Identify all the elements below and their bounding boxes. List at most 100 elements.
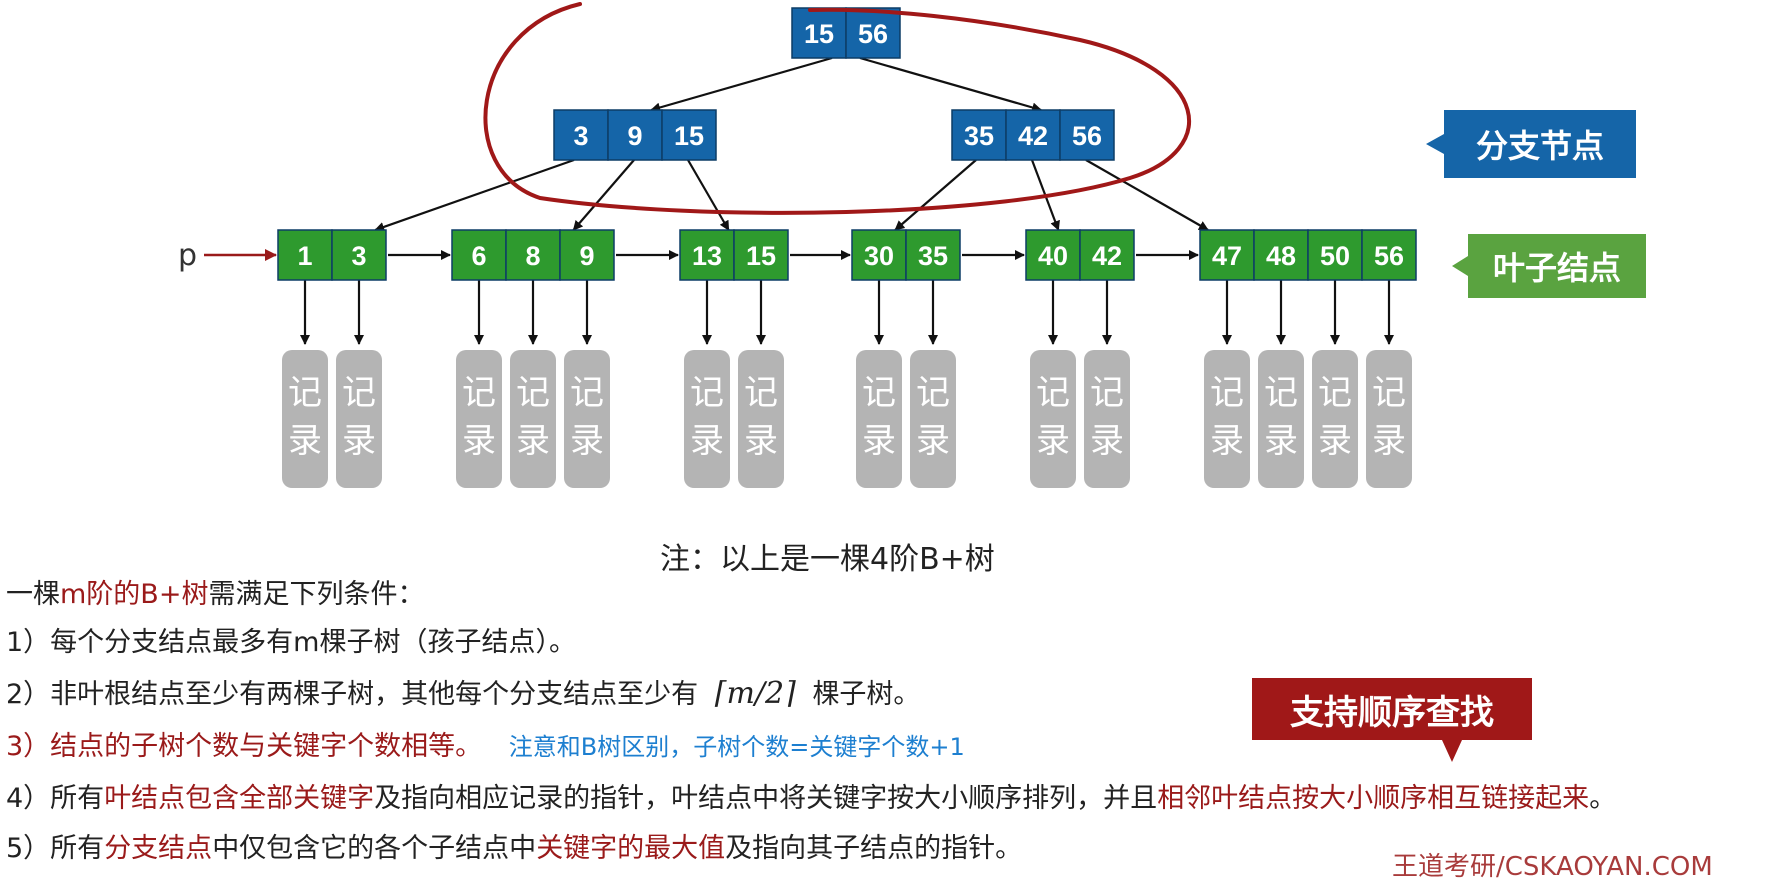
record-block: 记录 (1030, 350, 1076, 488)
branch-node-key: 3 (573, 121, 588, 151)
record-block: 记录 (282, 350, 328, 488)
leaf-node-key: 8 (525, 241, 540, 271)
record-block: 记录 (1312, 350, 1358, 488)
leaf-node-cell (277, 229, 333, 281)
edge-branch-leaf (1085, 159, 1209, 231)
record-box (336, 350, 382, 488)
branch-node-cell (661, 109, 717, 161)
record-label: 录 (1372, 421, 1406, 461)
pointer-p-label: p (178, 238, 197, 273)
leaf-node-key: 3 (351, 241, 366, 271)
leaf-node-key: 42 (1092, 241, 1122, 271)
condition-4: 4）所有叶结点包含全部关键字及指向相应记录的指针，叶结点中将关键字按大小顺序排列… (6, 783, 1617, 814)
leaf-node-cell (1253, 229, 1309, 281)
record-box (910, 350, 956, 488)
leaf-node-cell (1361, 229, 1417, 281)
record-label: 记 (744, 373, 778, 413)
record-label: 录 (1090, 421, 1124, 461)
record-label: 记 (288, 373, 322, 413)
record-label: 录 (1036, 421, 1070, 461)
edge-branch-leaf (687, 159, 730, 231)
condition-5: 5）所有分支结点中仅包含它的各个子结点中关键字的最大值及指向其子结点的指针。 (6, 833, 1023, 864)
record-label: 录 (462, 421, 496, 461)
callout-seq-shape (1252, 678, 1532, 762)
record-label: 记 (462, 373, 496, 413)
record-box (456, 350, 502, 488)
record-box (510, 350, 556, 488)
record-block: 记录 (856, 350, 902, 488)
callout-branch-shape (1426, 110, 1636, 178)
record-label: 录 (516, 421, 550, 461)
record-box (1030, 350, 1076, 488)
record-label: 记 (916, 373, 950, 413)
edge-root-branch (650, 56, 833, 113)
leaf-node-key: 13 (692, 241, 722, 271)
leaf-node-key: 1 (297, 241, 312, 271)
condition-3: 3）结点的子树个数与关键字个数相等。 注意和B树区别，子树个数=关键字个数+1 (6, 731, 965, 762)
record-block: 记录 (510, 350, 556, 488)
record-block: 记录 (1258, 350, 1304, 488)
leaf-node-key: 56 (1374, 241, 1404, 271)
leaf-node-key: 6 (471, 241, 486, 271)
leaf-node-cell (505, 229, 561, 281)
edge-branch-leaf (894, 159, 977, 231)
record-block: 记录 (564, 350, 610, 488)
record-block: 记录 (910, 350, 956, 488)
intro-line: 一棵m阶的B+树需满足下列条件： (6, 579, 425, 610)
branch-node-cell (607, 109, 663, 161)
branch-node-cell (1005, 109, 1061, 161)
leaf-node-cell (905, 229, 961, 281)
record-label: 记 (1372, 373, 1406, 413)
record-box (684, 350, 730, 488)
leaf-node-cell (331, 229, 387, 281)
branch-node-key: 15 (674, 121, 704, 151)
watermark: 王道考研/CSKAOYAN.COM (1392, 852, 1713, 882)
callout-leaf-shape (1452, 234, 1646, 298)
condition-1: 1）每个分支结点最多有m棵子树（孩子结点）。 (6, 627, 576, 658)
edge-branch-leaf (374, 158, 575, 232)
record-label: 记 (862, 373, 896, 413)
highlight-ellipse (483, 2, 1191, 215)
leaf-node-cell (851, 229, 907, 281)
record-box (738, 350, 784, 488)
root-node-key: 56 (858, 19, 888, 49)
leaf-node-cell (1079, 229, 1135, 281)
edge-branch-leaf (572, 159, 635, 231)
branch-node-cell (553, 109, 609, 161)
record-label: 录 (1264, 421, 1298, 461)
branch-node: 3 9 15 (553, 109, 717, 161)
record-box (856, 350, 902, 488)
record-label: 录 (690, 421, 724, 461)
record-box (1204, 350, 1250, 488)
branch-node-key: 35 (964, 121, 994, 151)
root-node-key: 15 (804, 19, 834, 49)
record-block: 记录 (1204, 350, 1250, 488)
leaf-node-key: 30 (864, 241, 894, 271)
leaf-node-key: 48 (1266, 241, 1296, 271)
leaf-node-key: 47 (1212, 241, 1242, 271)
leaf-node: 47 48 50 56 (1199, 229, 1417, 281)
leaf-node-key: 50 (1320, 241, 1350, 271)
record-label: 记 (1036, 373, 1070, 413)
record-block: 记录 (738, 350, 784, 488)
branch-node-key: 9 (627, 121, 642, 151)
record-label: 记 (1318, 373, 1352, 413)
record-label: 录 (744, 421, 778, 461)
record-label: 记 (1210, 373, 1244, 413)
record-label: 录 (916, 421, 950, 461)
record-block: 记录 (1084, 350, 1130, 488)
record-box (1084, 350, 1130, 488)
record-label: 录 (862, 421, 896, 461)
record-label: 记 (690, 373, 724, 413)
edge-root-branch (859, 56, 1043, 113)
root-node-cell (845, 7, 901, 59)
record-block: 记录 (456, 350, 502, 488)
record-block: 记录 (336, 350, 382, 488)
record-box (1258, 350, 1304, 488)
